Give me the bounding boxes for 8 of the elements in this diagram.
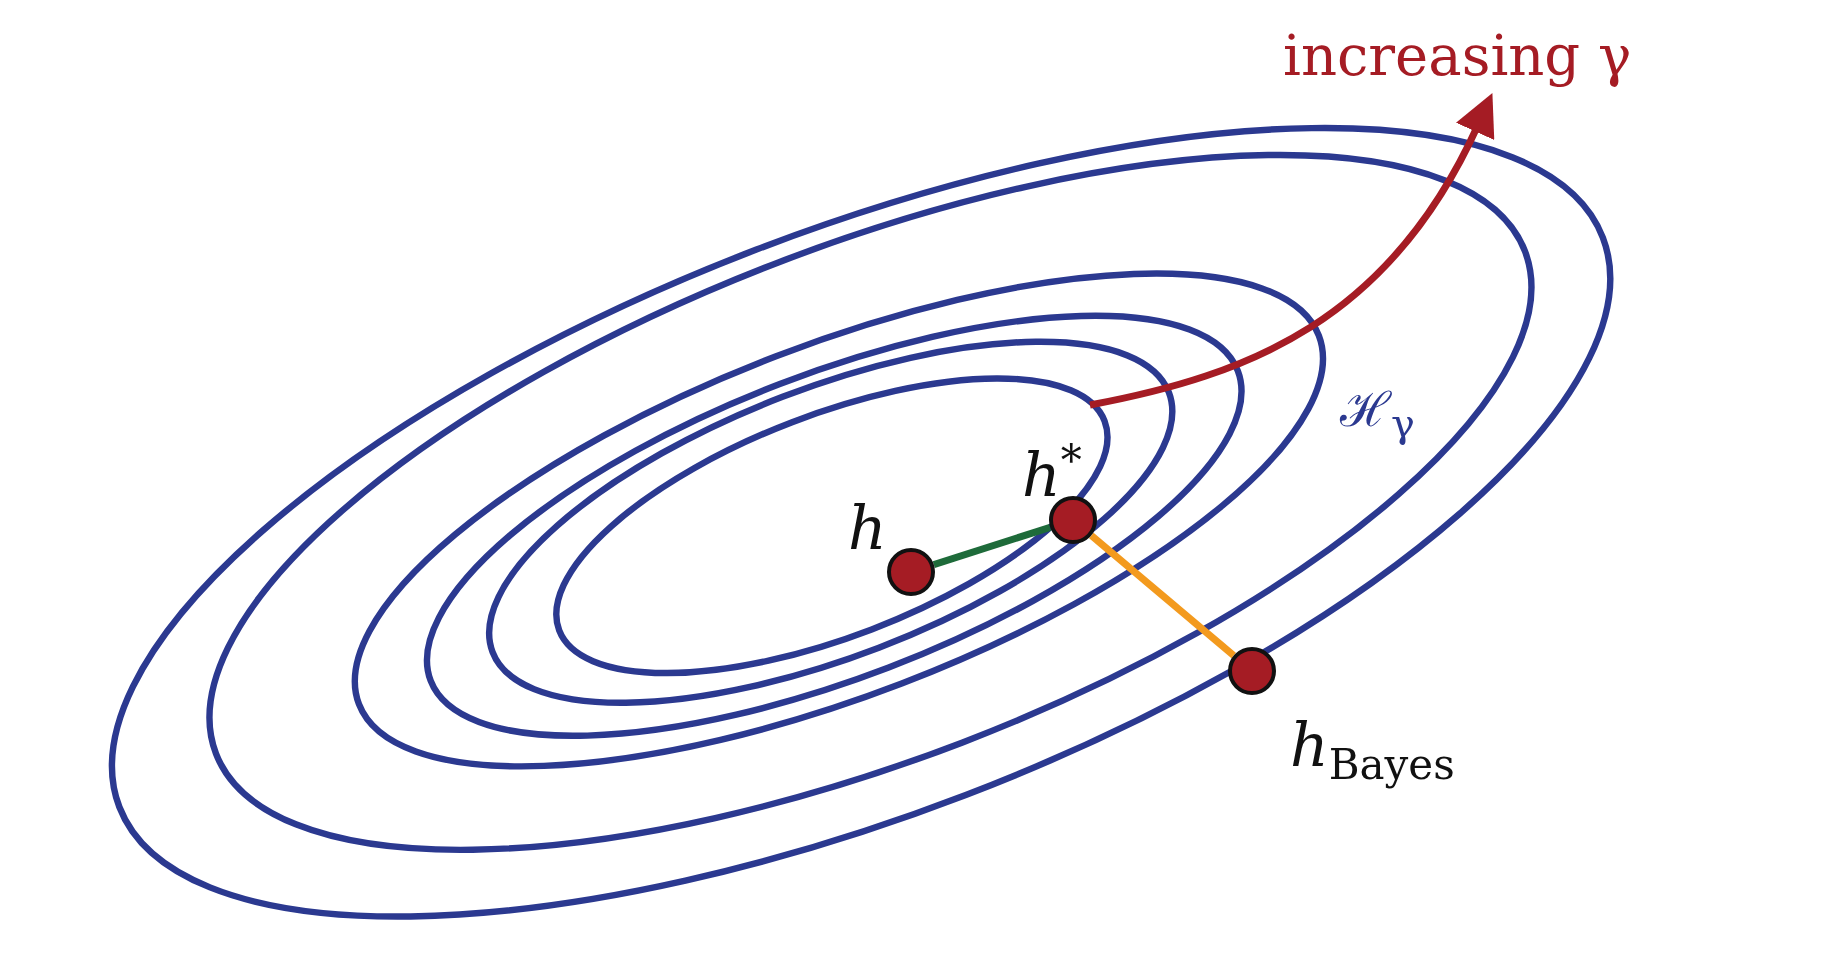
point-marker	[887, 548, 935, 596]
contour-label: ℋ$_{γ}$	[1340, 385, 1415, 443]
point-marker	[1049, 496, 1097, 544]
connector-line	[932, 524, 1052, 568]
point-label: h$^{*}$	[1022, 440, 1082, 505]
point-marker	[1228, 647, 1276, 695]
connector-line	[1089, 532, 1236, 659]
point-label: h	[848, 498, 887, 558]
